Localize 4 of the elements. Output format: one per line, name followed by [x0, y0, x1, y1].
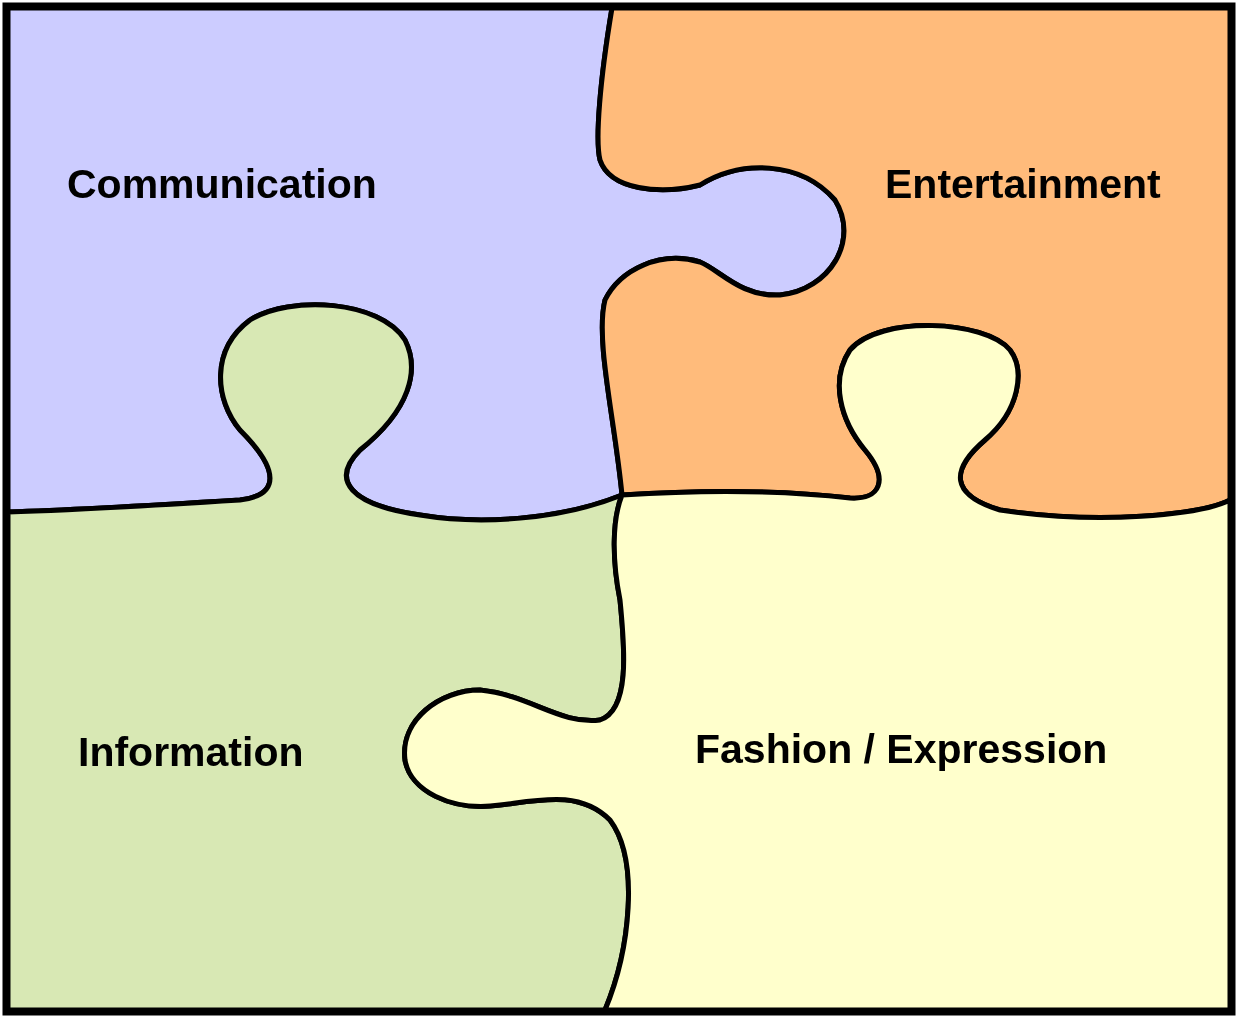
piece-label: Information — [78, 730, 304, 776]
piece-label: Communication — [67, 162, 377, 208]
piece-label: Entertainment — [885, 162, 1161, 208]
piece-label: Fashion / Expression — [695, 727, 1108, 773]
